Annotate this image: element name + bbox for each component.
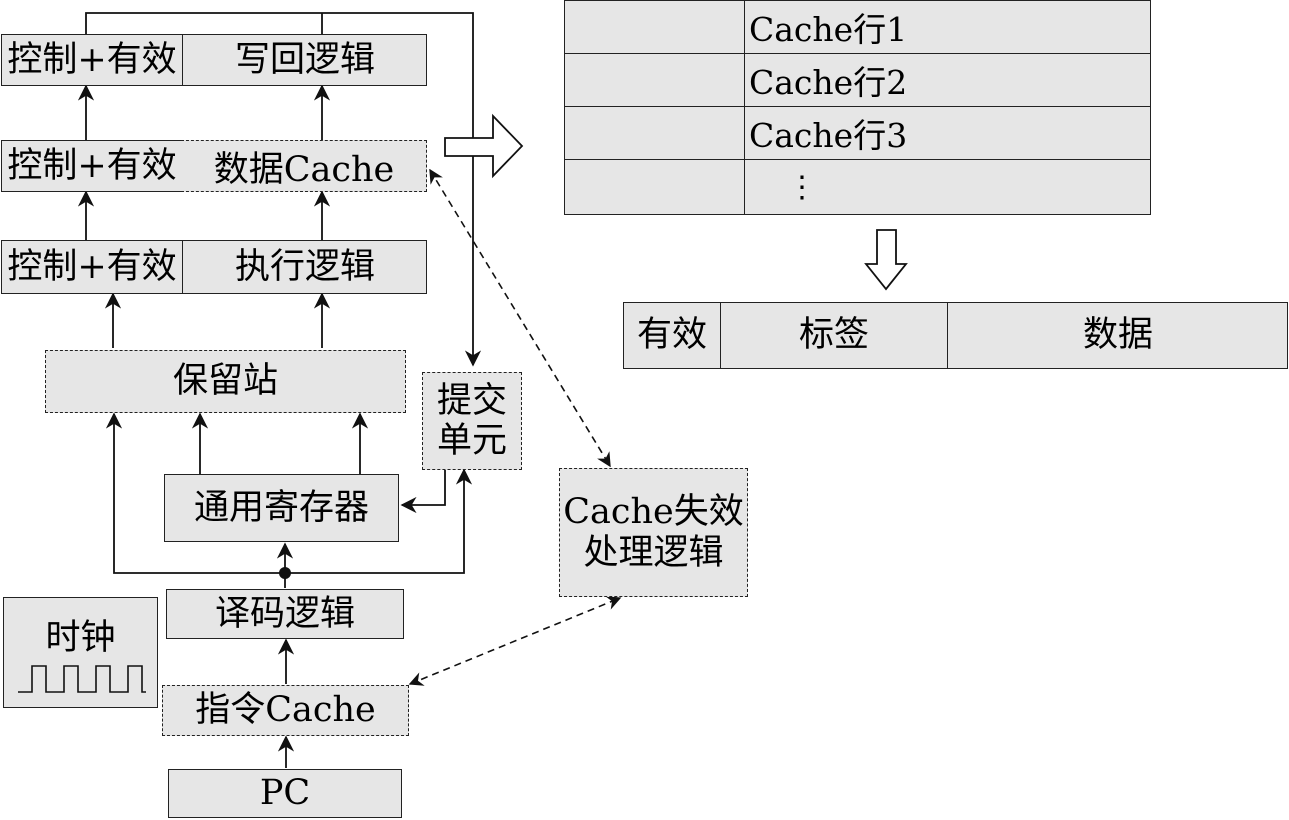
expand-right-arrow-icon xyxy=(444,113,524,179)
tag-field: 标签 xyxy=(798,315,869,356)
cache-line-label: Cache行1 xyxy=(749,10,908,49)
control-valid-label: 控制+有效 xyxy=(7,39,177,80)
data-cache-label-overlay: 数据Cache xyxy=(213,149,395,190)
commit-unit: 提交 单元 xyxy=(422,372,522,470)
program-counter: PC xyxy=(168,769,402,818)
cache-line-label: Cache行3 xyxy=(749,116,908,155)
decode-logic-label: 译码逻辑 xyxy=(214,593,355,634)
bus-junction-dot xyxy=(279,567,291,579)
writeback-stage: 控制+有效 写回逻辑 xyxy=(1,34,427,86)
instruction-cache: 指令Cache xyxy=(162,685,409,736)
cache-line-format: 有效 标签 数据 xyxy=(623,302,1288,369)
commit-unit-label-1: 提交 xyxy=(436,380,507,421)
expand-down-arrow-icon xyxy=(864,229,908,291)
register-file-label: 通用寄存器 xyxy=(193,487,369,528)
dcache-miss-link xyxy=(429,168,611,468)
bus-to-commit xyxy=(285,468,473,574)
commit-unit-label-2: 单元 xyxy=(436,421,507,461)
valid-field: 有效 xyxy=(636,315,707,356)
miss-handler-label-2: 处理逻辑 xyxy=(583,532,724,573)
cache-line-ellipsis: ⋮ xyxy=(787,169,817,205)
table-row: ⋮ xyxy=(565,160,1150,214)
cache-line-label: Cache行2 xyxy=(749,63,908,102)
execute-logic-label: 执行逻辑 xyxy=(234,246,375,287)
pc-label: PC xyxy=(259,773,311,814)
data-field: 数据 xyxy=(1082,315,1153,356)
control-valid-label: 控制+有效 xyxy=(7,145,177,186)
instruction-cache-label: 指令Cache xyxy=(195,690,376,731)
execute-stage: 控制+有效 执行逻辑 xyxy=(1,240,427,294)
clock-block: 时钟 xyxy=(3,597,158,708)
reservation-station-label: 保留站 xyxy=(172,361,278,402)
decode-logic: 译码逻辑 xyxy=(166,589,404,639)
miss-handler-label-1: Cache失效 xyxy=(563,492,744,533)
table-row: Cache行3 xyxy=(565,107,1150,160)
data-cache-dashed-outline xyxy=(181,140,427,192)
table-row: Cache行2 xyxy=(565,54,1150,107)
clock-waveform-icon xyxy=(18,665,146,693)
reservation-station: 保留站 xyxy=(45,350,406,413)
table-row: Cache行1 xyxy=(565,1,1150,54)
arrow-commit-to-reg xyxy=(400,470,446,514)
cache-line-table: Cache行1 Cache行2 Cache行3 ⋮ xyxy=(564,0,1151,215)
register-file: 通用寄存器 xyxy=(164,474,399,542)
writeback-logic-label: 写回逻辑 xyxy=(234,39,375,80)
bus-to-rs xyxy=(105,412,285,574)
control-valid-label: 控制+有效 xyxy=(7,246,177,287)
cache-miss-handler: Cache失效 处理逻辑 xyxy=(559,468,748,597)
clock-label: 时钟 xyxy=(45,618,116,658)
icache-miss-link xyxy=(408,596,622,686)
